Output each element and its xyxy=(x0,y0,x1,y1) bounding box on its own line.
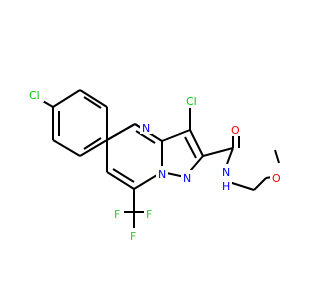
bond-pz-2 xyxy=(189,129,204,157)
bond-pyr-4b xyxy=(112,168,135,183)
bond-pyr-6 xyxy=(106,123,136,141)
fluorine-right-label: F xyxy=(146,208,152,221)
fluorine-middle-label: F xyxy=(130,230,136,243)
bond-phenyl-5 xyxy=(52,139,81,157)
bond-pyr-1b xyxy=(135,130,156,144)
bond-phenyl-2 xyxy=(79,89,108,108)
bond-methoxy xyxy=(274,149,280,164)
pyrazole-nitrogen-label: N xyxy=(183,172,191,185)
bond-phenyl-inner-2 xyxy=(83,137,102,150)
chlorine-phenyl-label: Cl xyxy=(29,89,40,102)
methoxy-oxygen-label: O xyxy=(272,172,281,185)
atom-label-layer: Cl N Cl N N O N H O F F F xyxy=(28,86,282,243)
bond-layer xyxy=(40,89,280,228)
bond-pz-2b xyxy=(184,136,197,159)
molecule-structure: Cl N Cl N N O N H O F F F xyxy=(28,86,282,243)
bond-phenyl-1 xyxy=(52,89,81,108)
pyrimidine-nitrogen-label: N xyxy=(142,122,150,135)
bond-amide-nch2 xyxy=(228,181,255,191)
bond-pz-1 xyxy=(161,129,191,142)
carbonyl-oxygen-label: O xyxy=(231,124,240,137)
bond-phenyl-inner-1 xyxy=(83,96,102,109)
bond-amide-c xyxy=(202,147,234,157)
chlorine-pyrazole-label: Cl xyxy=(186,95,197,108)
amide-hydrogen-label: H xyxy=(222,180,230,193)
bond-amide-cn xyxy=(226,147,234,165)
bridge-nitrogen-label: N xyxy=(158,168,166,181)
bond-phenyl-4 xyxy=(79,139,108,157)
bond-ethyl xyxy=(253,177,267,191)
fluorine-left-label: F xyxy=(114,208,120,221)
bond-pyr-4 xyxy=(106,171,135,190)
amide-nitrogen-label: N xyxy=(222,166,230,179)
